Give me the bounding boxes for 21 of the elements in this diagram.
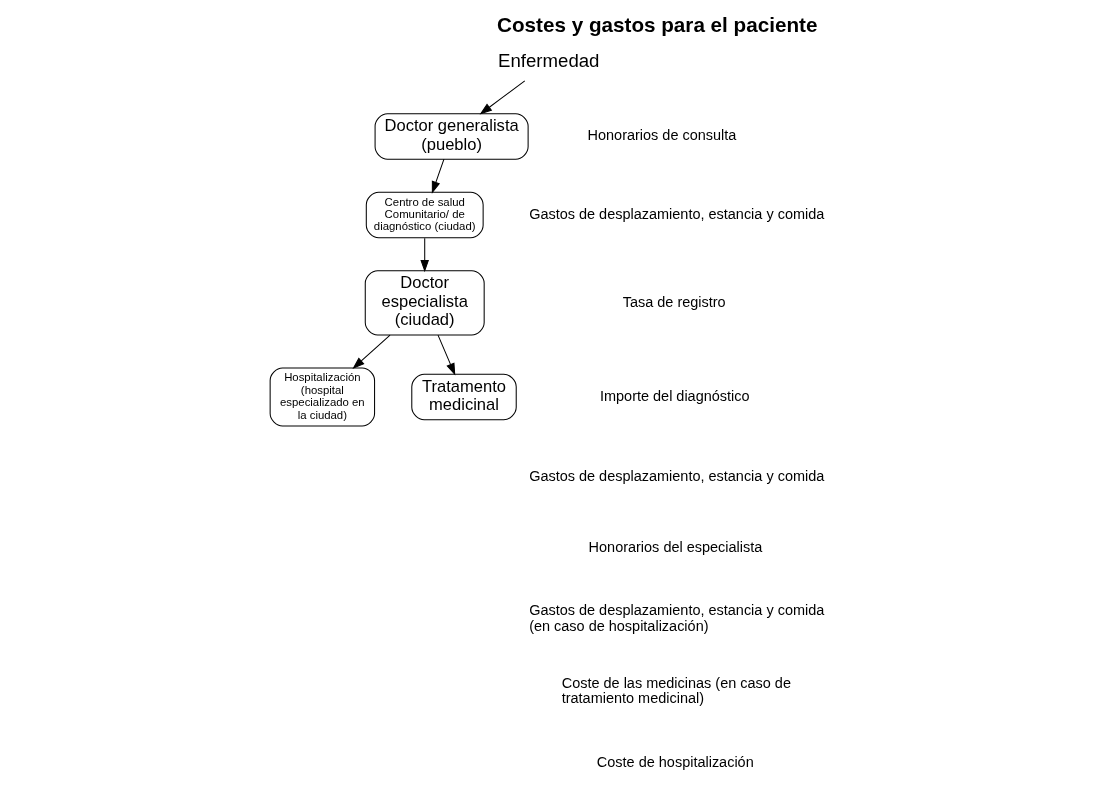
label: Coste de hospitalización bbox=[596, 753, 754, 770]
arrow bbox=[479, 80, 526, 115]
node-box: Doctor especialista (ciudad) bbox=[364, 270, 485, 336]
label: Importe del diagnóstico bbox=[599, 387, 750, 404]
diagram-title: Costes y gastos para el paciente bbox=[497, 13, 818, 37]
label: Honorarios del especialista bbox=[588, 538, 763, 555]
arrow bbox=[352, 334, 391, 369]
node-box: Tratamento medicinal bbox=[411, 373, 517, 421]
label: Gastos de desplazamiento, estancia y comida (en caso de hospitalización) bbox=[529, 602, 825, 634]
label: Tasa de registro bbox=[622, 293, 726, 310]
node-box: Centro de salud Comunitario/ de diagnóstico (ciudad) bbox=[365, 191, 484, 239]
label: Gastos de desplazamiento, estancia y comida bbox=[529, 468, 825, 485]
node-text: Enfermedad bbox=[498, 49, 600, 71]
arrow bbox=[420, 237, 430, 273]
label: Honorarios de consulta bbox=[587, 127, 737, 144]
arrow bbox=[437, 334, 456, 376]
label: Coste de las medicinas (en caso de tratamiento medicinal) bbox=[561, 674, 791, 707]
label: Gastos de desplazamiento, estancia y comida bbox=[529, 205, 825, 222]
node-box: Doctor generalista (pueblo) bbox=[374, 113, 529, 160]
arrow bbox=[431, 158, 445, 194]
node-box: Hospitalización (hospital especializado en la ciudad) bbox=[269, 367, 376, 427]
